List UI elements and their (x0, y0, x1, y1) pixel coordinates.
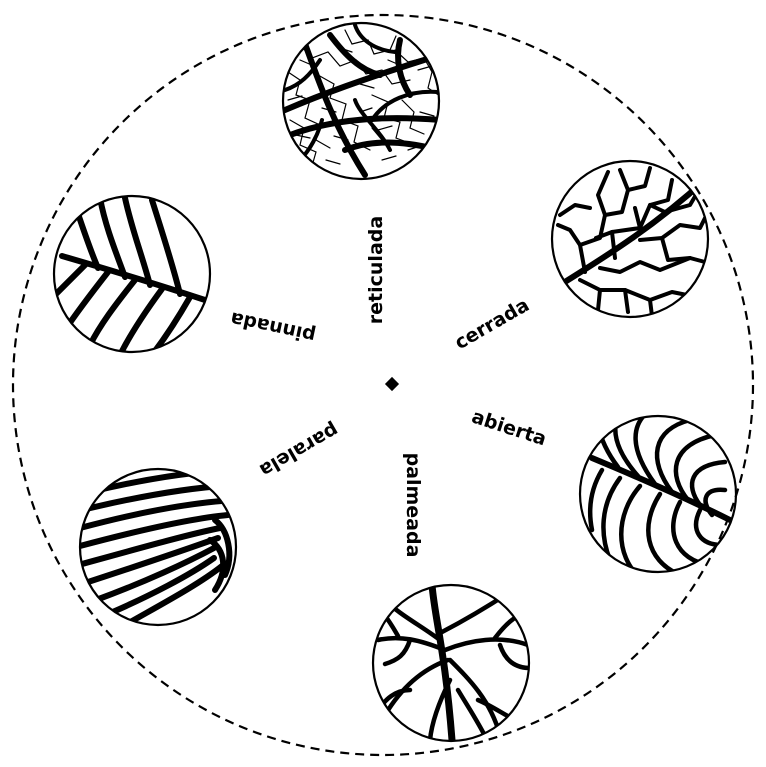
label-paralela: paralela (256, 419, 343, 482)
paralela-venation-icon (80, 469, 236, 625)
cerrada-venation-icon (552, 161, 708, 317)
abierta-venation-icon (580, 410, 736, 578)
label-reticulada: reticulada (365, 216, 387, 324)
label-abierta: abierta (469, 406, 549, 451)
reticulada-venation-icon (283, 23, 440, 179)
outer-dashed-circle (13, 15, 753, 755)
pinnada-venation-icon (52, 196, 210, 355)
label-pinnada: pinnada (228, 307, 317, 346)
label-palmeada: palmeada (402, 453, 424, 558)
palmeada-venation-icon (373, 585, 530, 742)
center-diamond (385, 377, 399, 391)
label-cerrada: cerrada (451, 294, 533, 354)
